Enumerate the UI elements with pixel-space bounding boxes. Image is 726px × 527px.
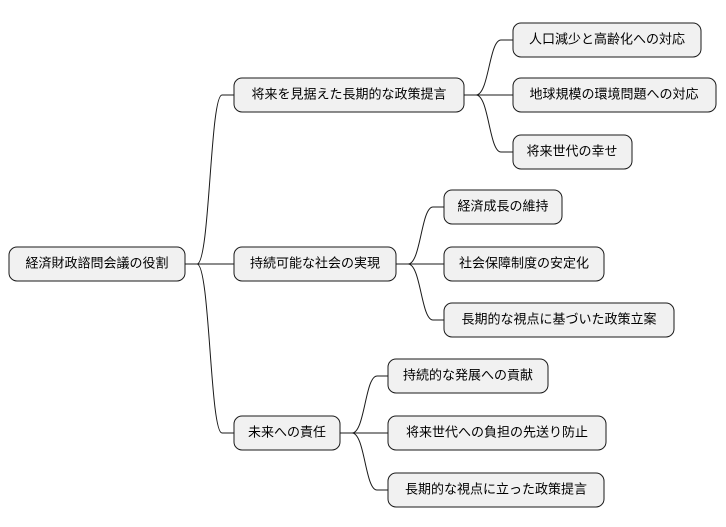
leaf-node-2-2-label: 社会保障制度の安定化	[459, 256, 589, 272]
leaf-node-1-2: 地球規模の環境問題への対応	[512, 77, 717, 113]
edge-root-branch-3	[185, 263, 234, 434]
leaf-node-3-1-label: 持続的な発展への貢献	[403, 368, 533, 384]
leaf-node-1-1: 人口減少と高齢化への対応	[512, 22, 702, 58]
edge-branch-2-leaf-3	[396, 263, 444, 321]
edge-branch-3-leaf-1	[340, 375, 388, 434]
branch-node-1-label: 将来を見据えた長期的な政策提言	[251, 87, 446, 103]
leaf-node-3-1: 持続的な発展への貢献	[387, 358, 549, 394]
edge-branch-2-leaf-1	[396, 206, 444, 265]
branch-node-2: 持続可能な社会の実現	[233, 246, 397, 282]
leaf-node-1-3: 将来世代の幸せ	[512, 134, 633, 170]
branch-node-2-label: 持続可能な社会の実現	[250, 256, 380, 272]
leaf-node-3-3-label: 長期的な視点に立った政策提言	[405, 482, 587, 498]
leaf-node-2-3: 長期的な視点に基づいた政策立案	[443, 302, 675, 338]
leaf-node-2-1: 経済成長の維持	[443, 189, 563, 225]
root-node: 経済財政諮問会議の役割	[8, 246, 186, 282]
leaf-node-1-1-label: 人口減少と高齢化への対応	[529, 32, 685, 48]
leaf-node-2-3-label: 長期的な視点に基づいた政策立案	[461, 312, 656, 328]
leaf-node-1-3-label: 将来世代の幸せ	[526, 145, 617, 160]
leaf-node-3-2-label: 将来世代への負担の先送り防止	[406, 425, 588, 441]
leaf-node-3-3: 長期的な視点に立った政策提言	[387, 472, 605, 508]
branch-node-3: 未来への責任	[233, 415, 341, 451]
edge-root-branch-1	[185, 94, 234, 265]
edge-branch-1-leaf-3	[464, 94, 513, 153]
edge-branch-3-leaf-3	[340, 432, 388, 491]
edge-branch-1-leaf-1	[464, 39, 513, 96]
leaf-node-2-2: 社会保障制度の安定化	[443, 246, 605, 282]
leaf-node-1-2-label: 地球規模の環境問題への対応	[529, 88, 698, 103]
mindmap-edges	[185, 39, 513, 491]
leaf-node-3-2: 将来世代への負担の先送り防止	[387, 415, 607, 451]
root-node-label: 経済財政諮問会議の役割	[25, 256, 168, 272]
leaf-node-2-1-label: 経済成長の維持	[457, 199, 548, 215]
mindmap-nodes: 経済財政諮問会議の役割 将来を見据えた長期的な政策提言 人口減少と高齢化への対応…	[8, 22, 717, 508]
branch-node-3-label: 未来への責任	[248, 426, 326, 441]
branch-node-1: 将来を見据えた長期的な政策提言	[233, 77, 465, 113]
